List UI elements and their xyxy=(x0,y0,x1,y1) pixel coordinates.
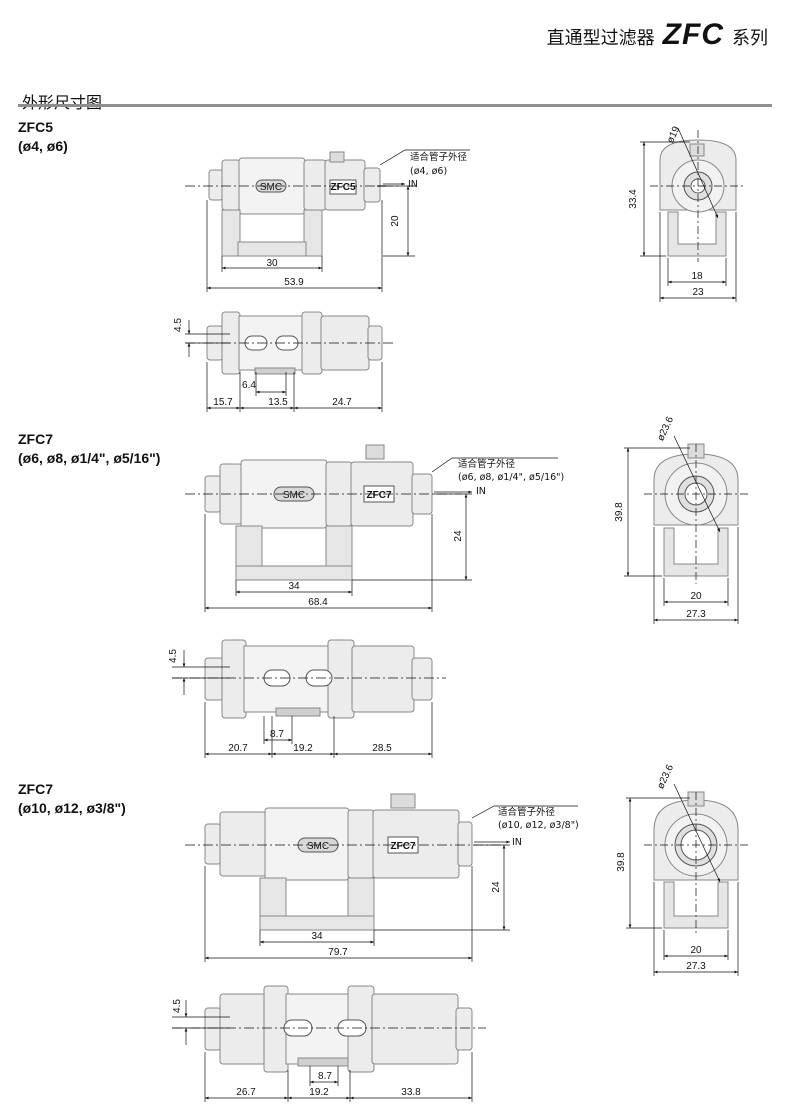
zfc7a-inner-width-dim: 20 xyxy=(690,591,702,602)
zfc7b-badge-text: ZFC7 xyxy=(391,841,416,852)
zfc7b-slot-dim: 8.7 xyxy=(318,1071,332,1082)
zfc7a-badge-text: ZFC7 xyxy=(367,490,392,501)
series-title-cn: 直通型过滤器 xyxy=(546,28,655,49)
zfc7b-side-dims xyxy=(626,783,748,976)
zfc5-left-dim: 15.7 xyxy=(213,397,233,408)
zfc5-inner-width-dim: 18 xyxy=(691,271,703,282)
zfc7b-outer-width-dim: 27.3 xyxy=(686,961,706,972)
zfc5-bottom-dims xyxy=(185,320,395,412)
zfc5-mid-dim: 13.5 xyxy=(268,397,288,408)
page-header: 直通型过滤器 ZFC 系列 xyxy=(547,18,768,54)
zfc5-logo-text: SMC xyxy=(260,182,282,193)
zfc7a-tube-note: 适合管子外径 xyxy=(458,458,516,470)
zfc5-side-dims xyxy=(640,127,746,302)
zfc7b-right-dim: 33.8 xyxy=(401,1087,421,1098)
zfc5-tube-note: 适合管子外径 xyxy=(410,151,468,163)
zfc5-side-height-dim: 33.4 xyxy=(628,189,639,209)
section-title: 外形尺寸图 xyxy=(22,93,103,112)
zfc7a-offset-dim: 4.5 xyxy=(168,649,179,663)
zfc7b-in-label: IN xyxy=(512,837,522,848)
zfc7b-front-dims xyxy=(185,805,578,962)
zfc5-total-len-dim: 53.9 xyxy=(284,277,304,288)
zfc5-outer-width-dim: 23 xyxy=(692,287,704,298)
zfc7a-body-len-dim: 34 xyxy=(288,581,300,592)
zfc5-badge-text: ZFC5 xyxy=(331,182,356,193)
zfc7a-right-dim: 28.5 xyxy=(372,743,392,754)
series-model: ZFC xyxy=(662,18,724,51)
section-divider xyxy=(18,104,772,107)
zfc5-body-len-dim: 30 xyxy=(266,258,278,269)
model-name: ZFC5 xyxy=(18,119,53,135)
zfc7b-tube-note: 适合管子外径 xyxy=(498,806,556,818)
zfc7b-total-len-dim: 79.7 xyxy=(328,947,348,958)
zfc7a-tube-sizes: (ø6, ø8, ø1/4", ø5/16") xyxy=(458,472,564,483)
zfc5-right-dim: 24.7 xyxy=(332,397,352,408)
zfc7b-body-len-dim: 34 xyxy=(311,931,323,942)
zfc7a-left-dim: 20.7 xyxy=(228,743,248,754)
zfc7b-bottom-dims xyxy=(172,1000,486,1102)
model-sizes: (ø4, ø6) xyxy=(18,138,68,154)
zfc7a-front-view xyxy=(204,444,433,581)
zfc7a-mid-dim: 19.2 xyxy=(293,743,313,754)
zfc5-slot-dim: 6.4 xyxy=(242,380,256,391)
model-sizes: (ø10, ø12, ø3/8") xyxy=(18,800,126,816)
zfc7a-total-len-dim: 68.4 xyxy=(308,597,328,608)
zfc7b-inner-width-dim: 20 xyxy=(690,945,702,956)
series-suffix: 系列 xyxy=(732,28,768,49)
zfc7a-bottom-dims xyxy=(172,650,446,758)
zfc7a-diameter-dim: ø23.6 xyxy=(655,415,676,443)
model-sizes: (ø6, ø8, ø1/4", ø5/16") xyxy=(18,450,161,466)
model-name: ZFC7 xyxy=(18,431,53,447)
zfc7b-tube-sizes: (ø10, ø12, ø3/8") xyxy=(498,820,579,831)
zfc7b-logo-text: SMC xyxy=(307,841,329,852)
model-label-zfc7-small: ZFC7 (ø6, ø8, ø1/4", ø5/16") xyxy=(18,430,160,468)
zfc7a-logo-text: SMC xyxy=(283,490,305,501)
zfc7a-bottom-view xyxy=(204,639,433,719)
model-name: ZFC7 xyxy=(18,781,53,797)
zfc5-offset-dim: 4.5 xyxy=(173,318,184,332)
zfc7a-side-height-dim: 39.8 xyxy=(614,502,625,522)
zfc7a-front-dims xyxy=(185,457,558,612)
zfc7b-bottom-view xyxy=(204,985,473,1073)
zfc5-tube-sizes: (ø4, ø6) xyxy=(410,166,447,177)
zfc5-front-view xyxy=(208,151,381,257)
zfc5-height-dim: 20 xyxy=(390,215,401,227)
zfc7b-left-dim: 26.7 xyxy=(236,1087,256,1098)
zfc7b-offset-dim: 4.5 xyxy=(172,999,183,1013)
zfc7b-front-view xyxy=(204,793,473,931)
zfc5-in-label: IN xyxy=(408,179,418,190)
zfc7a-height-dim: 24 xyxy=(453,530,464,542)
zfc7a-in-label: IN xyxy=(476,486,486,497)
zfc5-front-dims xyxy=(185,149,470,292)
zfc7a-outer-width-dim: 27.3 xyxy=(686,609,706,620)
zfc7b-side-height-dim: 39.8 xyxy=(616,852,627,872)
model-label-zfc7-large: ZFC7 (ø10, ø12, ø3/8") xyxy=(18,780,126,818)
zfc7b-mid-dim: 19.2 xyxy=(309,1087,329,1098)
zfc7b-height-dim: 24 xyxy=(491,881,502,893)
model-label-zfc5: ZFC5 (ø4, ø6) xyxy=(18,118,68,156)
zfc7b-diameter-dim: ø23.6 xyxy=(655,763,676,791)
zfc7a-slot-dim: 8.7 xyxy=(270,729,284,740)
zfc7a-side-dims xyxy=(624,435,748,624)
zfc5-bottom-view xyxy=(206,311,383,375)
